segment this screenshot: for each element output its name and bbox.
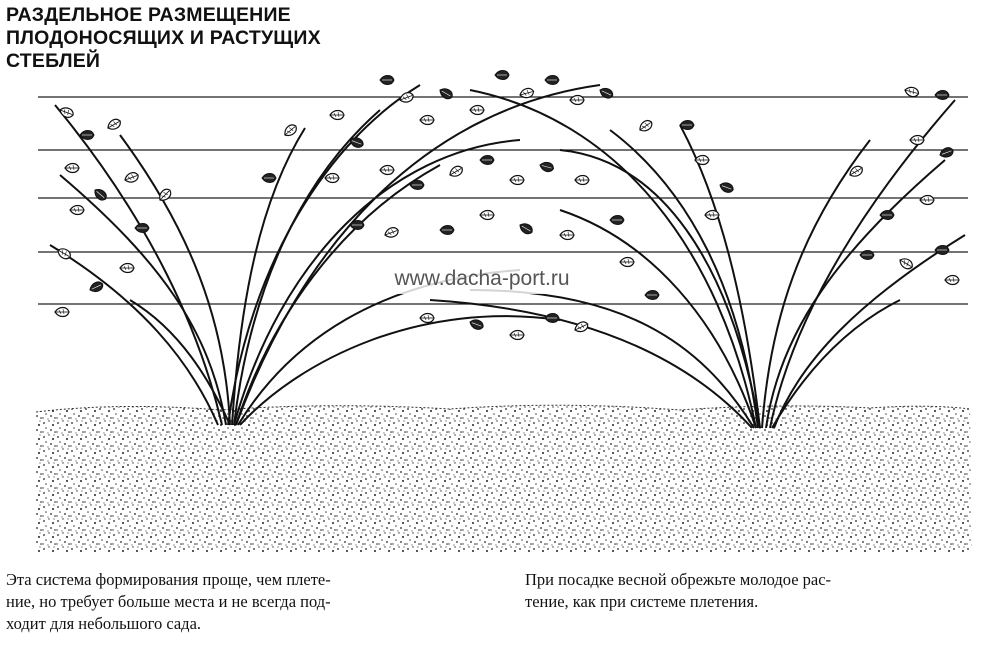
- watermark-url: www.dacha-port.ru: [347, 264, 617, 294]
- caption-right: При посадке весной обрежьте молодое рас-…: [525, 569, 985, 613]
- caption-left-line-2: ние, но требует больше места и не всегда…: [6, 591, 496, 613]
- soil-bed: [36, 405, 972, 552]
- left-bush: [50, 85, 600, 425]
- caption-left-line-3: ходит для небольшого сада.: [6, 613, 496, 635]
- caption-left: Эта система формирования проще, чем плет…: [6, 569, 496, 635]
- leaves: [55, 71, 959, 340]
- caption-right-line-1: При посадке весной обрежьте молодое рас-: [525, 569, 985, 591]
- caption-right-line-2: тение, как при системе плетения.: [525, 591, 985, 613]
- caption-left-line-1: Эта система формирования проще, чем плет…: [6, 569, 496, 591]
